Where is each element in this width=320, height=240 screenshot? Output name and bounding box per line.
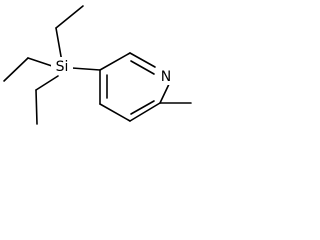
bond-c6-n1 [129, 52, 156, 68]
bond-si-ch2-top [55, 27, 63, 63]
silicon-label: Si [56, 59, 69, 75]
bond-ch2-ch3-bottom [35, 89, 38, 125]
nitrogen-label: N [161, 69, 171, 85]
bond-c3-c4 [99, 103, 131, 122]
atom-n: N [157, 67, 175, 85]
bond-si-ch2-bottom [35, 75, 59, 91]
double-bond-c2-c3-inner [130, 100, 155, 115]
bond-ch2-ch3-left [3, 57, 29, 82]
ethyl-group-top [55, 5, 84, 63]
bond-c2-c3 [129, 102, 161, 122]
ethyl-group-left [3, 57, 53, 82]
bond-n1-c2 [159, 81, 171, 104]
ethyl-group-bottom [35, 75, 59, 125]
bond-c5-c6 [99, 52, 131, 71]
bond-ch2-ch3-top [55, 5, 84, 29]
atom-si: Si [51, 57, 73, 75]
bond-si-ring [71, 67, 101, 71]
bond-si-ch2-left [27, 57, 53, 67]
pyridine-ring [99, 52, 171, 122]
chemical-structure: Si N [3, 5, 192, 125]
double-bond-c6-n1-inner [130, 60, 155, 75]
